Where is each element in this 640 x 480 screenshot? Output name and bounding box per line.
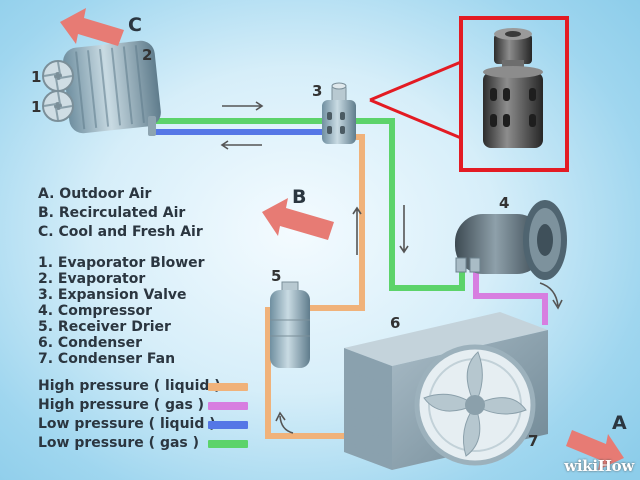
airflow-arrows <box>60 8 624 470</box>
flow-arrow-curve-down <box>539 282 563 310</box>
wikihow-watermark: wikiHow <box>564 457 634 475</box>
legend-pressure-swatch <box>208 402 248 410</box>
legend-component-item: 2. Evaporator <box>38 271 146 287</box>
legend-pressure-label: Low pressure ( liquid ) <box>38 416 216 432</box>
pipe-high-pressure-liquid <box>265 134 365 439</box>
flow-arrow-curve-up <box>275 411 294 434</box>
label-number-3: 3 <box>312 82 323 100</box>
evaporator <box>63 40 161 136</box>
watermark-part1: wiki <box>564 457 598 475</box>
legend-component-item: 7. Condenser Fan <box>38 351 176 367</box>
flow-arrows <box>220 101 563 434</box>
legend-pressure-label: High pressure ( gas ) <box>38 397 205 413</box>
pipe-high-pressure-gas <box>473 269 548 325</box>
airflow-letter-a: A <box>612 412 627 434</box>
legend-air-item: A. Outdoor Air <box>38 186 152 202</box>
legend-component-item: 1. Evaporator Blower <box>38 255 205 271</box>
airflow-arrow-c <box>60 8 124 46</box>
airflow-arrow-a <box>566 430 624 470</box>
pipe-low-pressure-gas <box>149 118 465 291</box>
flow-arrow-left <box>220 140 262 150</box>
zoom-callout-lines <box>369 60 462 140</box>
compressor <box>455 200 567 280</box>
receiver-drier <box>270 281 310 368</box>
legend-air-item: B. Recirculated Air <box>38 205 186 221</box>
evaporator-blowers <box>42 60 74 122</box>
legend-pressure-swatch <box>208 421 248 429</box>
airflow-letter-b: B <box>292 186 307 208</box>
legend-component-item: 6. Condenser <box>38 335 143 351</box>
legend-pressure-swatch <box>208 440 248 448</box>
airflow-letter-c: C <box>128 14 142 36</box>
label-number-4: 4 <box>499 194 510 212</box>
label-number-1b: 1 <box>31 98 42 116</box>
label-number-6: 6 <box>390 314 401 332</box>
label-number-5: 5 <box>271 267 282 285</box>
label-number-2: 2 <box>142 46 153 64</box>
flow-arrow-up <box>352 206 362 255</box>
legend-air-item: C. Cool and Fresh Air <box>38 224 203 240</box>
valve-zoom-inset <box>369 16 569 172</box>
label-number-1: 1 <box>31 68 42 86</box>
flow-arrow-down <box>399 205 409 254</box>
pipes <box>149 118 548 439</box>
legend-component-item: 3. Expansion Valve <box>38 287 187 303</box>
legend-component-item: 4. Compressor <box>38 303 153 319</box>
legend-pressure-label: Low pressure ( gas ) <box>38 435 200 451</box>
airflow-arrow-b <box>262 198 334 240</box>
legend-component-item: 5. Receiver Drier <box>38 319 171 335</box>
flow-arrow-right <box>222 101 264 111</box>
legend-pressure-swatch <box>208 383 248 391</box>
label-number-7: 7 <box>528 432 539 450</box>
expansion-valve <box>322 82 356 144</box>
watermark-part2: How <box>597 457 635 475</box>
legend-pressure-label: High pressure ( liquid ) <box>38 378 221 394</box>
condenser-fan <box>414 344 536 466</box>
